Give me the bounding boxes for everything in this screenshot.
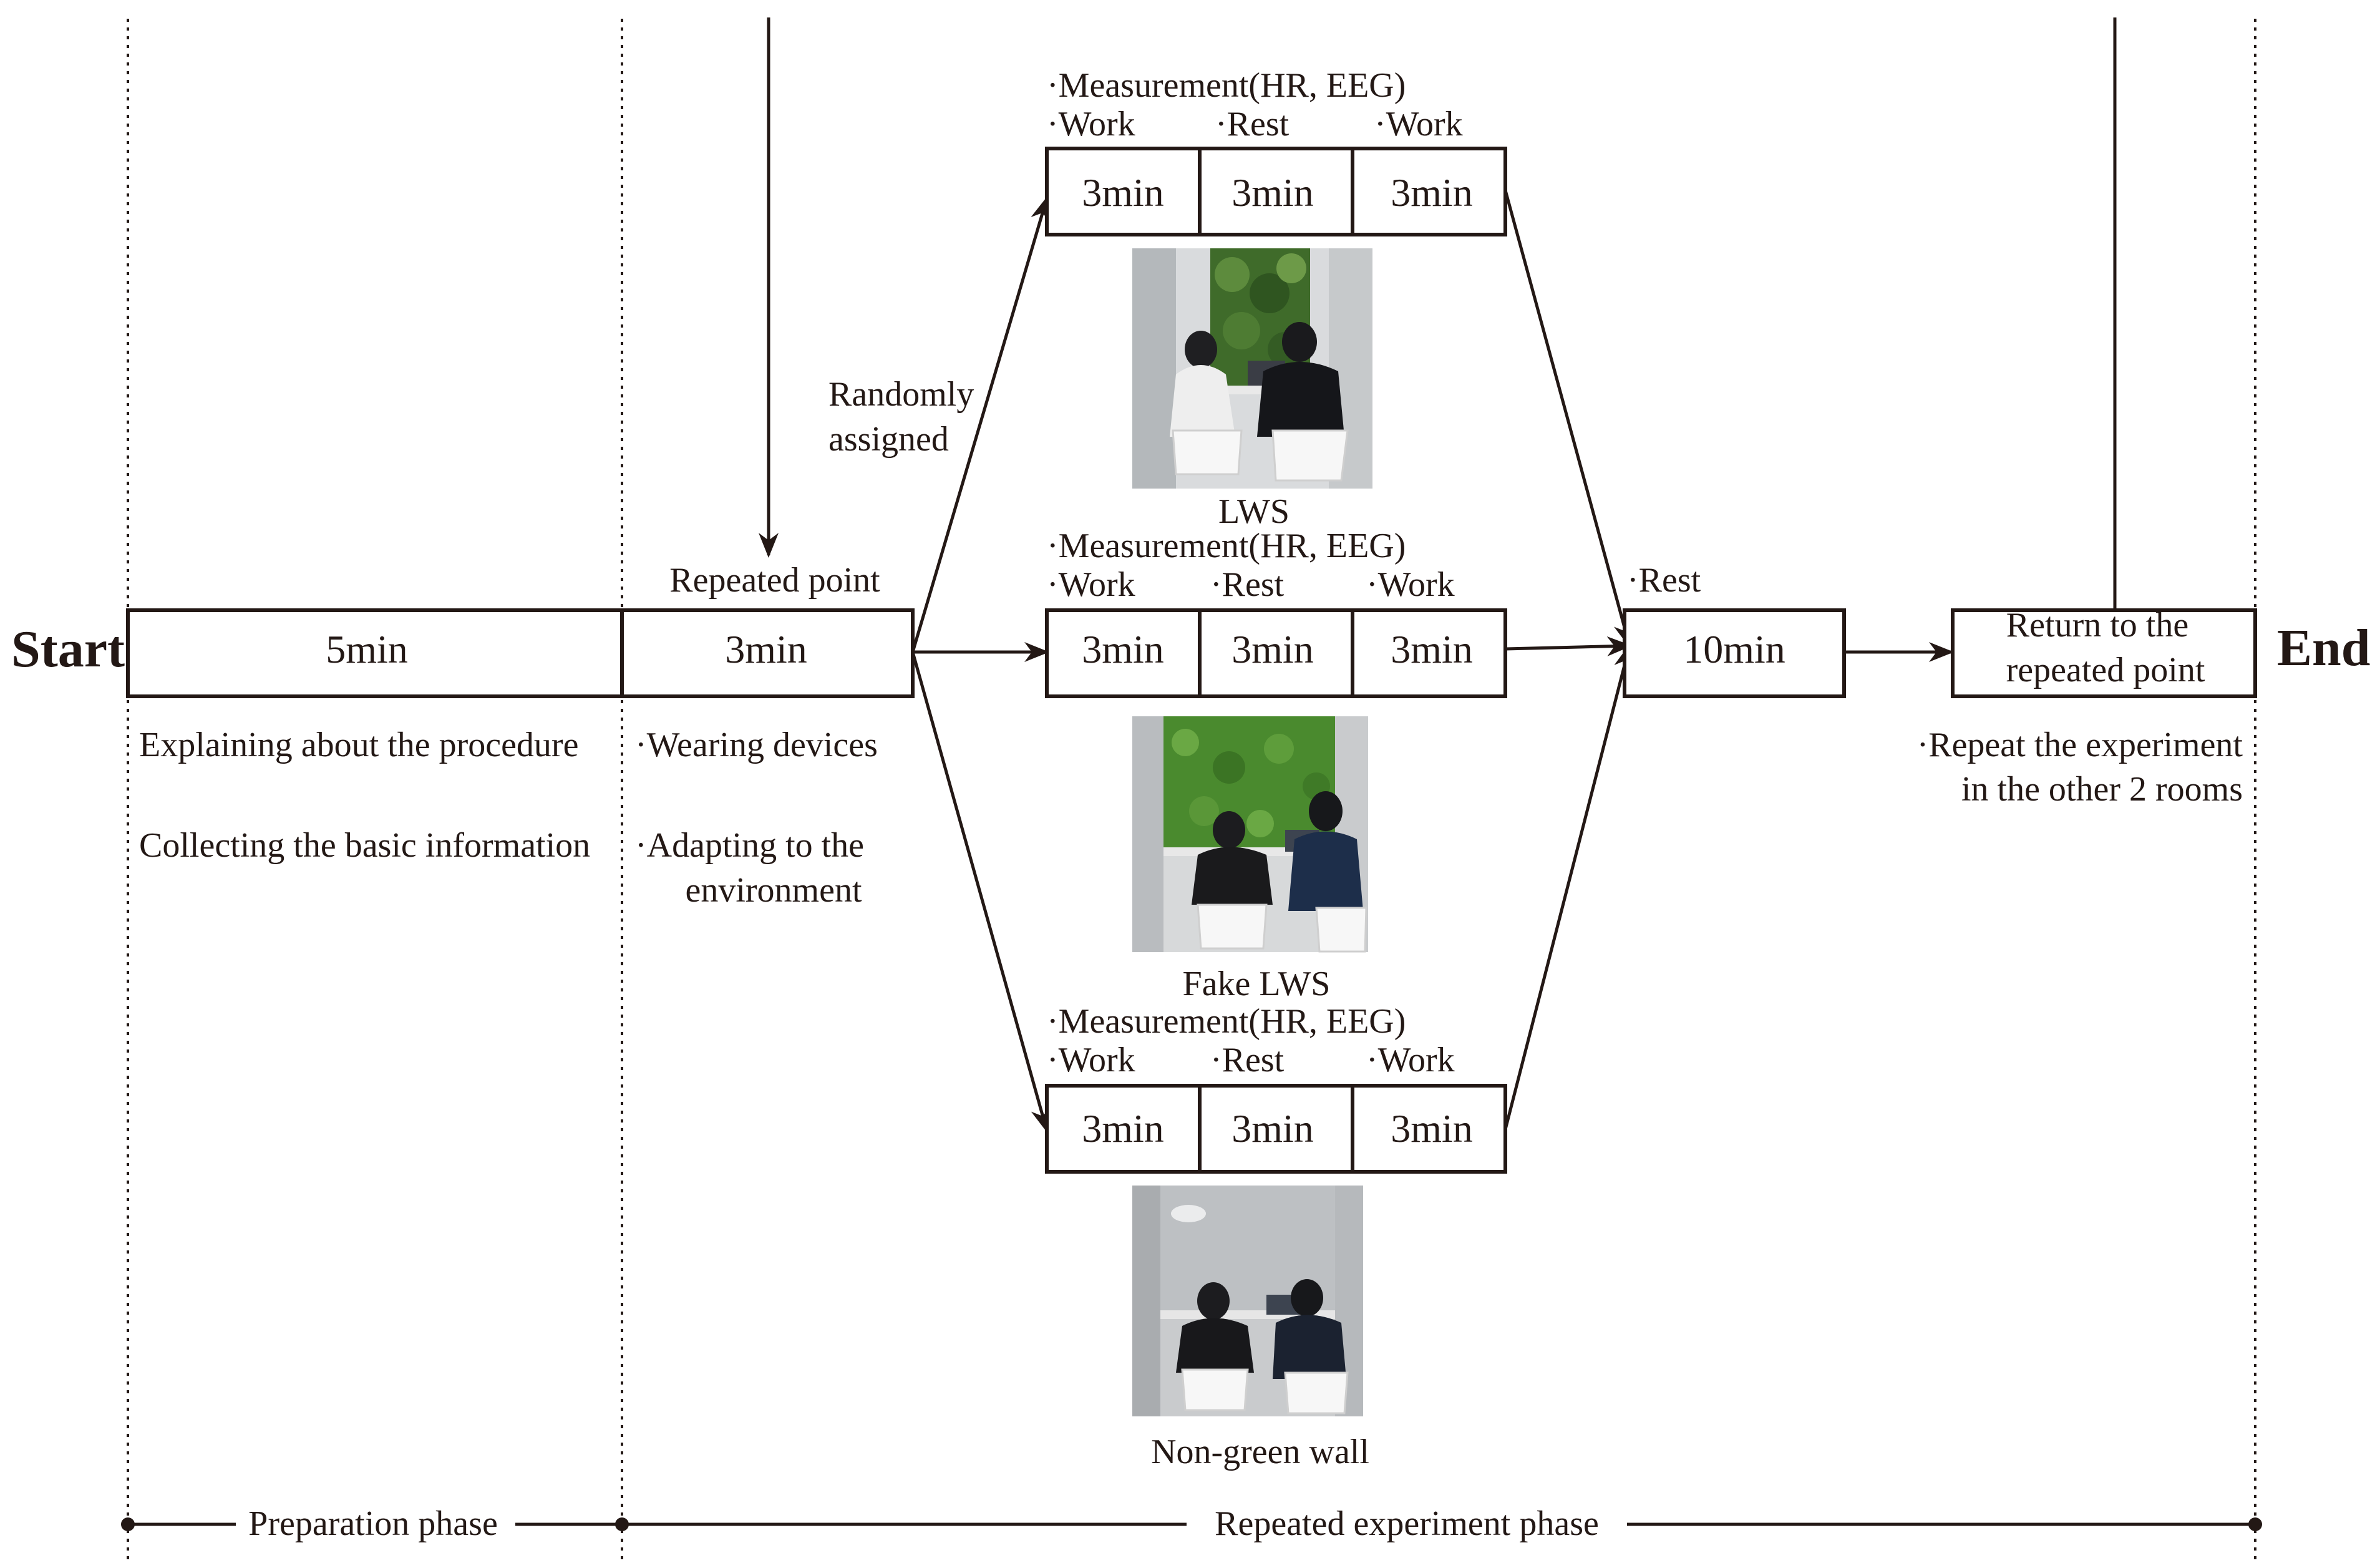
preparation-duration: 5min <box>326 627 408 671</box>
row2-work-label-1: ·Work <box>1047 565 1135 604</box>
repeat-note-line-1: ·Repeat the experiment <box>1917 726 2243 764</box>
repeated-note-wearing: ·Wearing devices <box>635 726 878 764</box>
lws-room-photo <box>1132 248 1372 489</box>
row2-rest-label: ·Rest <box>1210 565 1285 604</box>
row1-segment-1 <box>1045 147 1202 236</box>
repeat-note-line-2: in the other 2 rooms <box>1961 770 2243 809</box>
row3-work-label-2: ·Work <box>1366 1041 1455 1079</box>
repeated-point-duration: 3min <box>725 627 807 671</box>
row3-segment-3 <box>1351 1084 1507 1174</box>
row3-rest-label: ·Rest <box>1210 1041 1285 1079</box>
fake-lws-caption: Fake LWS <box>1183 965 1331 1003</box>
timeline-dot-end <box>2248 1517 2262 1531</box>
row2-segment-1 <box>1045 608 1202 698</box>
assigned-label: assigned <box>828 420 949 459</box>
lws-caption: LWS <box>1218 492 1290 531</box>
non-green-wall-room-photo <box>1132 1186 1363 1416</box>
randomly-label: Randomly <box>828 375 974 414</box>
row2-measurement-label: ·Measurement(HR, EEG) <box>1047 527 1406 565</box>
preparation-phase-label: Preparation phase <box>248 1504 498 1543</box>
row3-segment-2-label: 3min <box>1231 1106 1314 1151</box>
row2-segment-3-label: 3min <box>1391 627 1473 671</box>
repeated-point-label: Repeated point <box>669 561 880 600</box>
converge-arrow-top <box>1503 190 1633 648</box>
converge-arrow-bottom <box>1503 643 1634 1130</box>
repeated-experiment-phase-label: Repeated experiment phase <box>1215 1504 1599 1543</box>
repeated-note-adapting: ·Adapting to the <box>635 826 864 865</box>
return-to-repeated-point-box <box>1951 608 2257 698</box>
row1-measurement-label: ·Measurement(HR, EEG) <box>1047 66 1406 105</box>
row3-segment-3-label: 3min <box>1391 1106 1473 1151</box>
row2-work-label-2: ·Work <box>1366 565 1455 604</box>
row1-segment-1-label: 3min <box>1082 170 1164 215</box>
non-green-wall-caption: Non-green wall <box>1151 1433 1369 1471</box>
row1-rest-label: ·Rest <box>1215 105 1290 144</box>
row2-segment-3 <box>1351 608 1507 698</box>
return-box-line-2: repeated point <box>2006 651 2205 689</box>
repeated-point-box <box>620 608 915 698</box>
fake-lws-room-photo <box>1132 716 1368 953</box>
row1-work-label-2: ·Work <box>1374 105 1463 144</box>
row3-work-label-1: ·Work <box>1047 1041 1135 1079</box>
preparation-note-1: Explaining about the procedure <box>139 726 578 764</box>
final-rest-label: ·Rest <box>1627 561 1701 600</box>
branch-arrow-top <box>911 196 1051 653</box>
row1-work-label-1: ·Work <box>1047 105 1135 144</box>
row3-segment-2 <box>1198 1084 1354 1174</box>
row1-segment-2-label: 3min <box>1231 170 1314 215</box>
row3-segment-1-label: 3min <box>1082 1106 1164 1151</box>
end-label: End <box>2277 619 2370 677</box>
final-rest-box <box>1623 608 1846 698</box>
row1-segment-3-label: 3min <box>1391 170 1473 215</box>
row2-segment-2-label: 3min <box>1231 627 1314 671</box>
preparation-note-2: Collecting the basic information <box>139 826 590 865</box>
row3-measurement-label: ·Measurement(HR, EEG) <box>1047 1002 1406 1041</box>
repeated-note-environment: environment <box>685 871 862 910</box>
start-label: Start <box>11 620 125 678</box>
row2-segment-1-label: 3min <box>1082 627 1164 671</box>
return-box-line-1: Return to the <box>2006 606 2188 645</box>
timeline-dot-middle <box>615 1517 629 1531</box>
row2-segment-2 <box>1198 608 1354 698</box>
branch-arrow-bottom <box>911 651 1051 1133</box>
converge-arrow-middle <box>1505 636 1632 656</box>
row1-segment-3 <box>1351 147 1507 236</box>
timeline-dot-start <box>121 1517 135 1531</box>
final-rest-duration: 10min <box>1683 627 1785 671</box>
